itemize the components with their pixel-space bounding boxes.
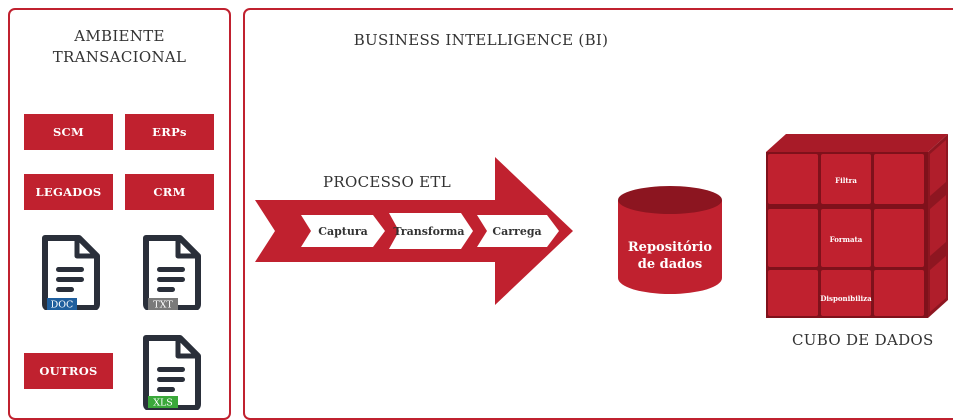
etl-step-transforma-label: Transforma [393, 225, 464, 238]
system-box-outros: OUTROS [24, 353, 113, 389]
repository-label-line2: de dados [638, 257, 702, 272]
etl-arrow: PROCESSO ETL Captura Transforma Carrega [255, 157, 573, 305]
etl-step-carrega [477, 215, 559, 247]
txt-label: TXT [153, 300, 173, 311]
doc-label: DOC [51, 300, 74, 311]
transactional-title: AMBIENTE TRANSACIONAL [10, 26, 229, 68]
etl-step-captura [301, 215, 385, 247]
system-box-legados: LEGADOS [24, 174, 113, 210]
txt-badge [148, 298, 178, 310]
etl-step-captura-label: Captura [318, 225, 368, 238]
transactional-title-line1: AMBIENTE [74, 27, 165, 45]
repository-label-line1: Repositório [628, 240, 713, 255]
transactional-panel: AMBIENTE TRANSACIONAL SCM ERPs LEGADOS C… [8, 8, 231, 420]
data-cube: Filtra Formata Disponibiliza [766, 134, 948, 318]
transactional-title-line2: TRANSACIONAL [52, 48, 187, 66]
etl-step-carrega-label: Carrega [492, 225, 541, 238]
cube-label-disponibiliza: Disponibiliza [820, 294, 872, 303]
etl-title: PROCESSO ETL [323, 173, 451, 191]
system-box-erps: ERPs [125, 114, 214, 150]
repository-body [618, 200, 722, 294]
xls-file-icon: XLS [140, 334, 204, 414]
bi-title: BUSINESS INTELLIGENCE (BI) [353, 31, 609, 49]
system-box-scm: SCM [24, 114, 113, 150]
xls-label: XLS [153, 398, 173, 409]
doc-badge [47, 298, 77, 310]
system-box-crm: CRM [125, 174, 214, 210]
repository-cylinder: Repositório de dados [618, 186, 722, 294]
xls-badge [148, 396, 178, 408]
cube-label-formata: Formata [830, 235, 863, 244]
txt-file-icon: TXT [140, 234, 204, 314]
etl-step-transforma [389, 213, 473, 249]
cube-label-filtra: Filtra [835, 176, 857, 185]
cube-caption: CUBO DE DADOS [792, 331, 934, 349]
repository-top [618, 186, 722, 214]
doc-file-icon: DOC [39, 234, 103, 314]
